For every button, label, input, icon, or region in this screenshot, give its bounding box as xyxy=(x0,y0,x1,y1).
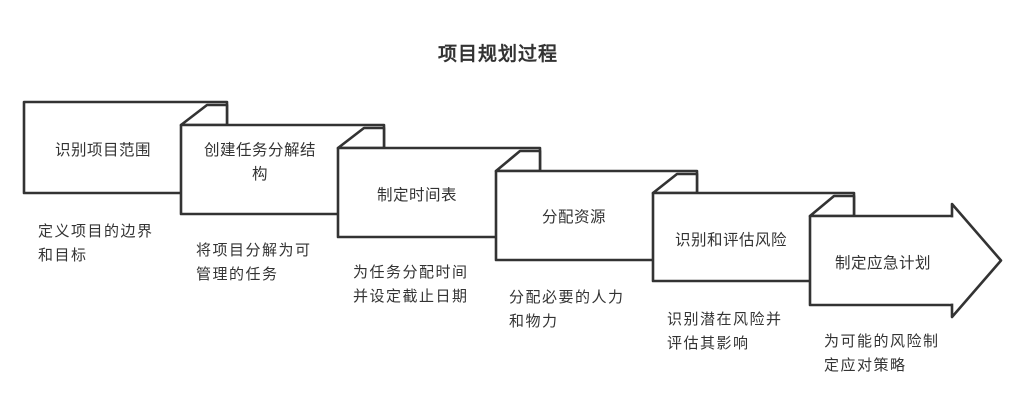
step-box xyxy=(808,214,957,307)
step-label: 制定时间表 xyxy=(377,186,457,204)
arrow-head xyxy=(950,202,1003,319)
step-description: 并设定截止日期 xyxy=(353,287,469,305)
steps-layer: 识别项目范围定义项目的边界和目标创建任务分解结构将项目分解为可管理的任务制定时间… xyxy=(22,100,1003,374)
step-label: 分配资源 xyxy=(542,208,606,226)
step-description: 识别潜在风险并 xyxy=(667,310,783,328)
step-description: 和物力 xyxy=(509,312,559,330)
step-description: 将项目分解为可 xyxy=(196,241,312,259)
step-label: 创建任务分解结 xyxy=(204,141,316,159)
step-description: 管理的任务 xyxy=(196,265,279,283)
step-description: 评估其影响 xyxy=(667,334,750,352)
diagram-title: 项目规划过程 xyxy=(438,42,558,65)
step-label: 识别和评估风险 xyxy=(675,231,787,249)
arrow-seam-cover xyxy=(949,217,957,304)
step-label: 制定应急计划 xyxy=(835,253,931,272)
step-description: 为可能的风险制 xyxy=(824,332,940,350)
step-description: 定义项目的边界 xyxy=(38,222,154,240)
step-label: 识别项目范围 xyxy=(55,141,151,159)
step-description: 定应对策略 xyxy=(824,356,907,374)
step-label: 构 xyxy=(252,165,268,183)
step-description: 为任务分配时间 xyxy=(353,263,469,281)
step-description: 和目标 xyxy=(38,246,88,264)
step-description: 分配必要的人力 xyxy=(509,288,625,306)
